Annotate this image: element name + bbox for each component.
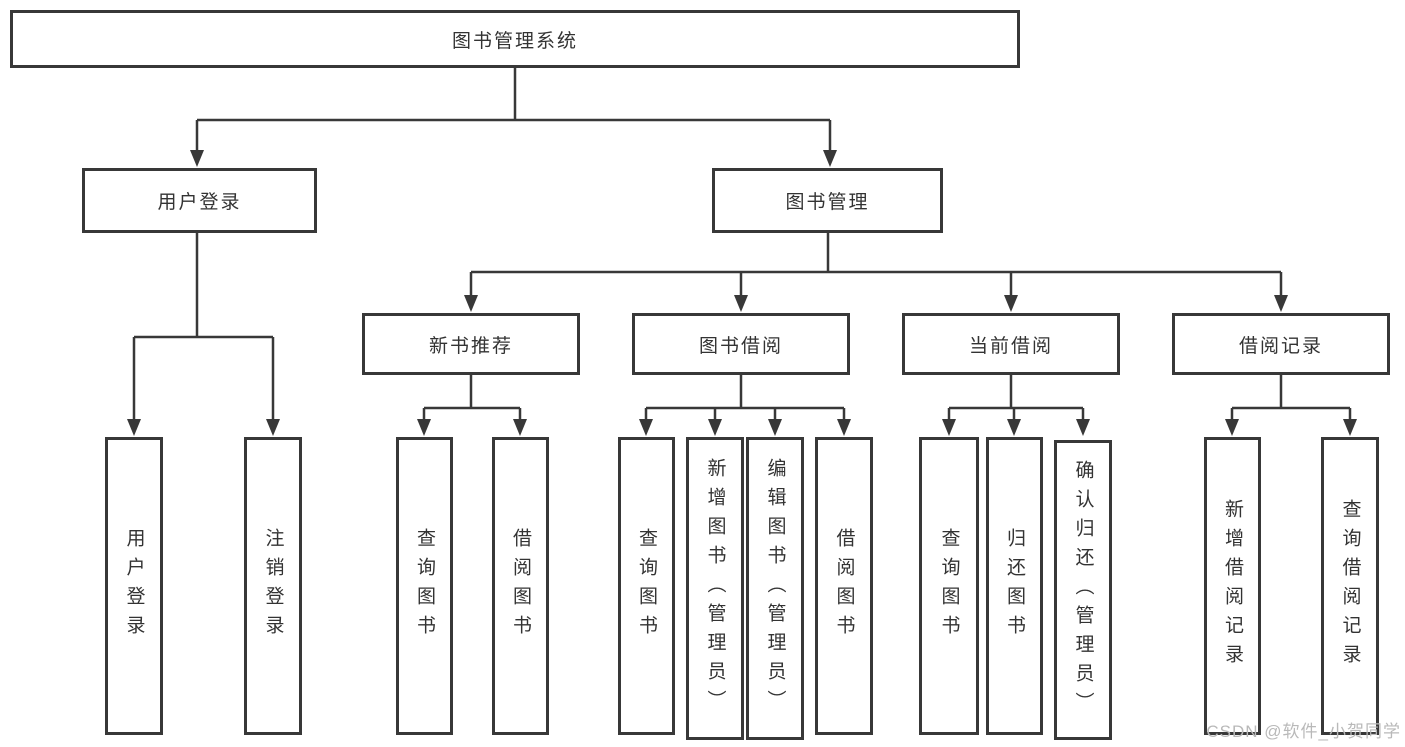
edge-recommend-to-leaves <box>417 375 527 436</box>
arrowhead-icon <box>837 419 851 436</box>
node-library-system-label: 图书管理系统 <box>451 30 578 52</box>
node-user-login: 用户登录 <box>82 168 317 233</box>
node-new-book-recommend: 新书推荐 <box>362 313 580 375</box>
leaf-query-books-borrow: 查询图书 <box>618 437 675 735</box>
arrowhead-icon <box>1007 419 1021 436</box>
leaf-confirm-return-admin: 确认归还（管理员） <box>1054 440 1112 740</box>
node-book-borrow-label: 图书借阅 <box>698 335 783 357</box>
leaf-query-books-recommend-label: 查询图书 <box>414 528 435 644</box>
arrowhead-icon <box>417 419 431 436</box>
node-book-borrow: 图书借阅 <box>632 313 850 375</box>
arrowhead-icon <box>768 419 782 436</box>
arrowhead-icon <box>266 419 280 436</box>
leaf-return-books: 归还图书 <box>986 437 1043 735</box>
arrowhead-icon <box>708 419 722 436</box>
leaf-logout: 注销登录 <box>244 437 302 735</box>
leaf-borrow-books-label: 借阅图书 <box>833 528 855 644</box>
node-library-system: 图书管理系统 <box>10 10 1020 68</box>
arrowhead-icon <box>1343 419 1357 436</box>
node-borrow-records-label: 借阅记录 <box>1238 335 1323 357</box>
node-current-borrow-label: 当前借阅 <box>968 335 1053 357</box>
leaf-add-books-admin-label: 新增图书（管理员） <box>704 458 726 719</box>
arrowhead-icon <box>190 150 204 167</box>
leaf-user-login: 用户登录 <box>105 437 163 735</box>
node-current-borrow: 当前借阅 <box>902 313 1120 375</box>
watermark: CSDN @软件_小贺同学 <box>1206 722 1401 741</box>
leaf-borrow-books: 借阅图书 <box>815 437 873 735</box>
leaf-add-borrow-record-label: 新增借阅记录 <box>1222 499 1243 673</box>
edge-root-to-level2 <box>190 68 837 167</box>
edge-book-management-to-level3 <box>464 233 1288 312</box>
arrowhead-icon <box>734 295 748 312</box>
leaf-borrow-books-recommend-label: 借阅图书 <box>510 528 531 644</box>
node-user-login-label: 用户登录 <box>157 192 242 213</box>
arrowhead-icon <box>127 419 141 436</box>
arrowhead-icon <box>639 419 653 436</box>
node-book-management: 图书管理 <box>712 168 943 233</box>
leaf-add-books-admin: 新增图书（管理员） <box>686 437 744 740</box>
leaf-query-books-current: 查询图书 <box>919 437 979 735</box>
node-book-management-label: 图书管理 <box>785 192 870 213</box>
leaf-query-books-current-label: 查询图书 <box>938 528 960 644</box>
edge-user-login-to-leaves <box>127 233 280 436</box>
leaf-edit-books-admin: 编辑图书（管理员） <box>746 437 804 740</box>
arrowhead-icon <box>464 295 478 312</box>
arrowhead-icon <box>1076 419 1090 436</box>
leaf-return-books-label: 归还图书 <box>1004 528 1025 644</box>
arrowhead-icon <box>1004 295 1018 312</box>
arrowhead-icon <box>942 419 956 436</box>
arrowhead-icon <box>1274 295 1288 312</box>
leaf-query-books-recommend: 查询图书 <box>396 437 453 735</box>
edge-records-to-leaves <box>1225 375 1357 436</box>
edge-borrow-to-leaves <box>639 375 851 436</box>
leaf-user-login-label: 用户登录 <box>123 528 145 644</box>
arrowhead-icon <box>823 150 837 167</box>
node-new-book-recommend-label: 新书推荐 <box>428 335 513 357</box>
leaf-confirm-return-admin-label: 确认归还（管理员） <box>1072 459 1094 721</box>
leaf-borrow-books-recommend: 借阅图书 <box>492 437 549 735</box>
arrowhead-icon <box>1225 419 1239 436</box>
edge-current-to-leaves <box>942 375 1090 436</box>
leaf-edit-books-admin-label: 编辑图书（管理员） <box>764 458 786 719</box>
leaf-query-borrow-record-label: 查询借阅记录 <box>1339 499 1361 673</box>
node-borrow-records: 借阅记录 <box>1172 313 1390 375</box>
arrowhead-icon <box>513 419 527 436</box>
leaf-logout-label: 注销登录 <box>262 528 284 644</box>
leaf-query-books-borrow-label: 查询图书 <box>636 528 657 644</box>
leaf-add-borrow-record: 新增借阅记录 <box>1204 437 1261 735</box>
leaf-query-borrow-record: 查询借阅记录 <box>1321 437 1379 735</box>
